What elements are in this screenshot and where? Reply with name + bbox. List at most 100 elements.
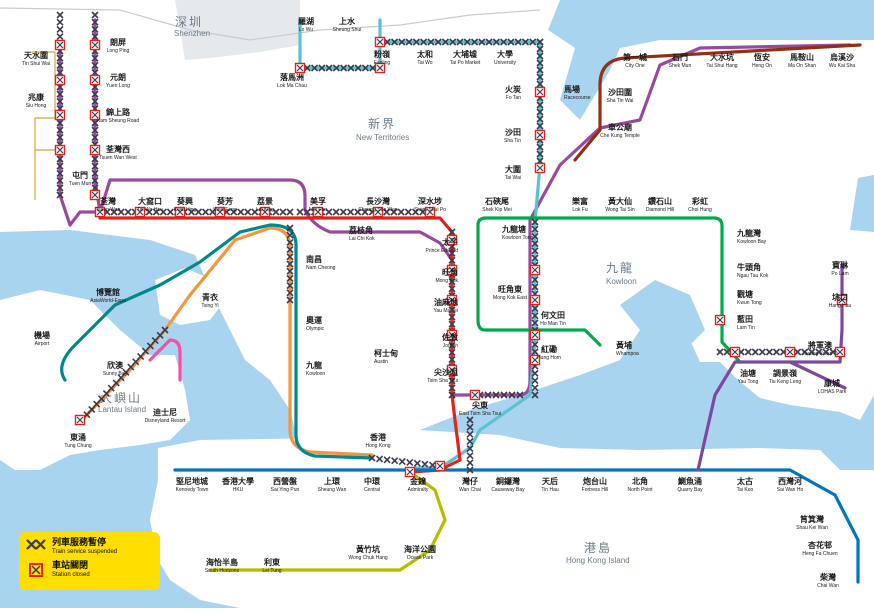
suspended-mark bbox=[56, 33, 64, 41]
station-name-zh: 調景嶺 bbox=[773, 368, 798, 378]
station-name-en: Yau Ma Tei bbox=[433, 308, 458, 314]
station-name-en: Yau Tong bbox=[738, 379, 759, 385]
victoria-harbour bbox=[620, 280, 705, 350]
station-name-en: Mong Kok East bbox=[493, 295, 528, 301]
suspended-mark bbox=[448, 391, 456, 399]
suspended-mark bbox=[808, 348, 816, 356]
area-hki-zh: 港島 bbox=[584, 540, 612, 555]
station-name-zh: 欣澳 bbox=[107, 360, 124, 370]
station-name-zh: 羅湖 bbox=[298, 16, 314, 26]
suspended-mark bbox=[404, 208, 412, 216]
suspended-mark bbox=[56, 54, 64, 62]
suspended-mark bbox=[272, 208, 280, 216]
station-name-zh: 炮台山 bbox=[583, 476, 607, 486]
suspended-mark bbox=[91, 18, 99, 26]
station-name-zh: 石門 bbox=[671, 53, 688, 62]
station-name-zh: 油麻地 bbox=[434, 297, 458, 307]
suspended-mark bbox=[56, 119, 64, 127]
station-name-en: Sha Tin bbox=[504, 138, 521, 144]
station-name-en: Fortress Hill bbox=[582, 487, 609, 493]
station-name-en: Lei Tung bbox=[262, 568, 281, 574]
suspended-mark bbox=[521, 38, 530, 46]
suspended-mark bbox=[156, 331, 164, 339]
station-name-zh: 柴灣 bbox=[819, 572, 836, 582]
station-name-zh: 鰂魚涌 bbox=[677, 476, 702, 486]
station-name-zh: 佐敦 bbox=[441, 332, 459, 342]
suspended-mark bbox=[772, 348, 781, 356]
station-name-en: Ho Man Tin bbox=[540, 321, 566, 327]
legend: 列車服務暫停 Train service suspended 車站關閉 Stat… bbox=[19, 532, 160, 590]
suspended-mark bbox=[56, 169, 64, 177]
station-name-zh: 馬場 bbox=[564, 84, 580, 94]
shenzhen-area bbox=[175, 0, 300, 60]
suspended-mark bbox=[466, 423, 474, 431]
suspended-mark bbox=[390, 38, 399, 46]
suspended-mark bbox=[448, 320, 456, 328]
suspended-mark bbox=[397, 208, 405, 216]
suspended-mark bbox=[466, 430, 474, 438]
station-name-zh: 香港 bbox=[369, 432, 387, 442]
closed-station-mark bbox=[74, 414, 86, 426]
suspended-mark bbox=[339, 208, 347, 216]
station-name-zh: 將軍澳 bbox=[808, 340, 833, 350]
suspended-mark bbox=[531, 283, 539, 291]
station-name-zh: 荃灣 bbox=[100, 196, 116, 206]
station-name-zh: 彩虹 bbox=[691, 196, 708, 206]
suspended-mark bbox=[466, 452, 474, 460]
suspended-mark bbox=[194, 208, 203, 216]
suspended-mark bbox=[466, 437, 474, 445]
suspended-mark bbox=[56, 97, 64, 105]
suspended-mark bbox=[91, 177, 99, 185]
suspended-mark bbox=[500, 38, 508, 46]
closed-station-mark bbox=[54, 109, 66, 121]
station-name-en: Shau Kei Wan bbox=[796, 525, 828, 531]
closed-station-mark bbox=[89, 109, 101, 121]
station-name-en: Fo Tan bbox=[506, 95, 521, 101]
station-name-zh: 落馬洲 bbox=[280, 72, 304, 82]
suspended-mark bbox=[122, 368, 130, 376]
station-name-zh: 粉嶺 bbox=[374, 49, 391, 59]
station-name-zh: 尖東 bbox=[472, 400, 488, 410]
closed-station-mark bbox=[89, 189, 101, 201]
suspended-mark bbox=[478, 38, 486, 46]
closed-station-mark bbox=[424, 206, 436, 218]
suspended-mark bbox=[56, 191, 64, 199]
suspended-mark bbox=[536, 150, 544, 158]
suspended-mark bbox=[332, 208, 340, 216]
station-name-zh: 馬鞍山 bbox=[790, 52, 814, 62]
station-name-en: Tin Hau bbox=[541, 487, 559, 493]
closed-icon bbox=[29, 563, 43, 577]
station-name-en: Chai Wan bbox=[817, 583, 839, 589]
suspended-mark bbox=[161, 326, 169, 334]
suspended-mark bbox=[531, 232, 539, 240]
suspended-mark bbox=[536, 38, 544, 46]
closed-station-mark bbox=[834, 346, 846, 358]
suspended-mark bbox=[56, 177, 64, 185]
suspended-mark bbox=[112, 379, 120, 387]
station-name-en: Heng On bbox=[752, 63, 772, 69]
suspended-mark bbox=[492, 38, 500, 46]
station-name-en: City One bbox=[625, 63, 645, 69]
